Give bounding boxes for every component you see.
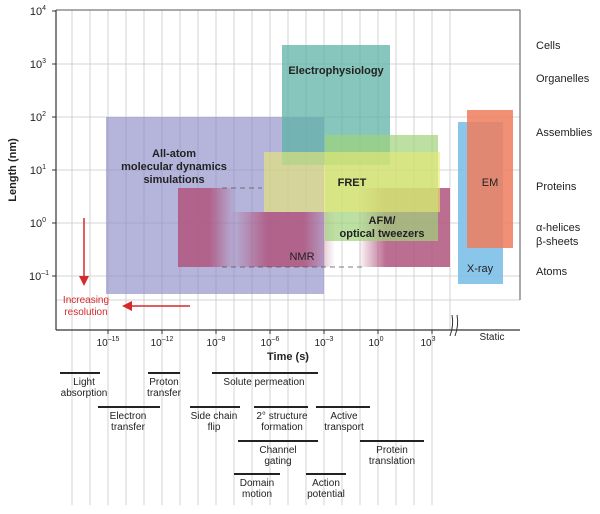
x-tick-label: 10–6	[261, 336, 280, 349]
y-tick-label: 104	[30, 5, 46, 18]
x-axis-title: Time (s)	[267, 351, 309, 363]
process-side-chain-flip: Side chain	[191, 411, 238, 422]
scale-label-proteins: Proteins	[536, 181, 577, 193]
y-tick-label: 103	[30, 58, 46, 71]
fret-label: FRET	[338, 177, 367, 189]
process-protein-translation: Protein	[376, 445, 408, 456]
process-proton-transfer: Proton	[149, 377, 178, 388]
md-label: molecular dynamics	[121, 161, 227, 173]
nmr-label: NMR	[289, 251, 314, 263]
xray-label: X-ray	[467, 263, 494, 275]
x-tick-label: 10–3	[315, 336, 334, 349]
process-domain-motion: motion	[242, 489, 272, 500]
em-region	[467, 110, 513, 248]
nmr-dashed-outline	[222, 187, 365, 268]
scale-label-atoms: Atoms	[536, 266, 568, 278]
md-label: All-atom	[152, 148, 196, 160]
em-label: EM	[482, 177, 499, 189]
y-axis-title: Length (nm)	[7, 138, 19, 202]
x-tick-label: 103	[420, 336, 435, 349]
process-active-transport: transport	[324, 422, 364, 433]
y-tick-marks	[52, 10, 56, 277]
resolution-label: Increasing	[63, 295, 109, 306]
y-tick-label: 101	[30, 164, 46, 177]
y-tick-label: 10–1	[29, 270, 49, 283]
process-protein-translation: translation	[369, 456, 415, 467]
afm-label: AFM/	[369, 215, 396, 227]
process-light-absorption: Light	[73, 377, 95, 388]
nmr-region-mid	[230, 212, 335, 267]
process-active-transport: Active	[330, 411, 358, 422]
x-tick-label: 10–15	[97, 336, 120, 349]
process-action-potential: Action	[312, 478, 340, 489]
process-secondary-structure: formation	[261, 422, 303, 433]
y-tick-label: 102	[30, 111, 46, 124]
scale-label-alpha-helices: α-helices	[536, 222, 581, 234]
ephys-label: Electrophysiology	[288, 65, 384, 77]
x-tick-label: 10–12	[151, 336, 174, 349]
fret-region	[264, 152, 440, 212]
process-electron-transfer: transfer	[111, 422, 146, 433]
scale-label-organelles: Organelles	[536, 73, 590, 85]
resolution-arrows	[79, 218, 190, 311]
afm-label: optical tweezers	[340, 228, 425, 240]
x-tick-marks	[107, 330, 433, 334]
scale-label-beta-sheets: β-sheets	[536, 236, 579, 248]
plot-frame	[56, 9, 521, 300]
nmr-region-left	[178, 188, 236, 267]
process-solute-permeation: Solute permeation	[223, 377, 304, 388]
process-proton-transfer: transfer	[147, 388, 182, 399]
process-bars	[60, 372, 424, 475]
process-domain-motion: Domain	[240, 478, 274, 489]
process-light-absorption: absorption	[61, 388, 108, 399]
scale-label-cells: Cells	[536, 40, 561, 52]
axis-break-icon	[449, 314, 459, 337]
process-channel-gating: gating	[264, 456, 291, 467]
process-electron-transfer: Electron	[110, 411, 147, 422]
process-side-chain-flip: flip	[208, 422, 221, 433]
x-tick-label: 10–9	[207, 336, 226, 349]
x-tick-label: 100	[368, 336, 383, 349]
process-channel-gating: Channel	[259, 445, 296, 456]
resolution-label: resolution	[64, 307, 107, 318]
static-label: Static	[479, 332, 504, 343]
process-secondary-structure: 2° structure	[256, 411, 308, 422]
y-tick-label: 100	[30, 217, 46, 230]
process-action-potential: potential	[307, 489, 345, 500]
md-label: simulations	[143, 174, 204, 186]
scale-label-assemblies: Assemblies	[536, 127, 593, 139]
